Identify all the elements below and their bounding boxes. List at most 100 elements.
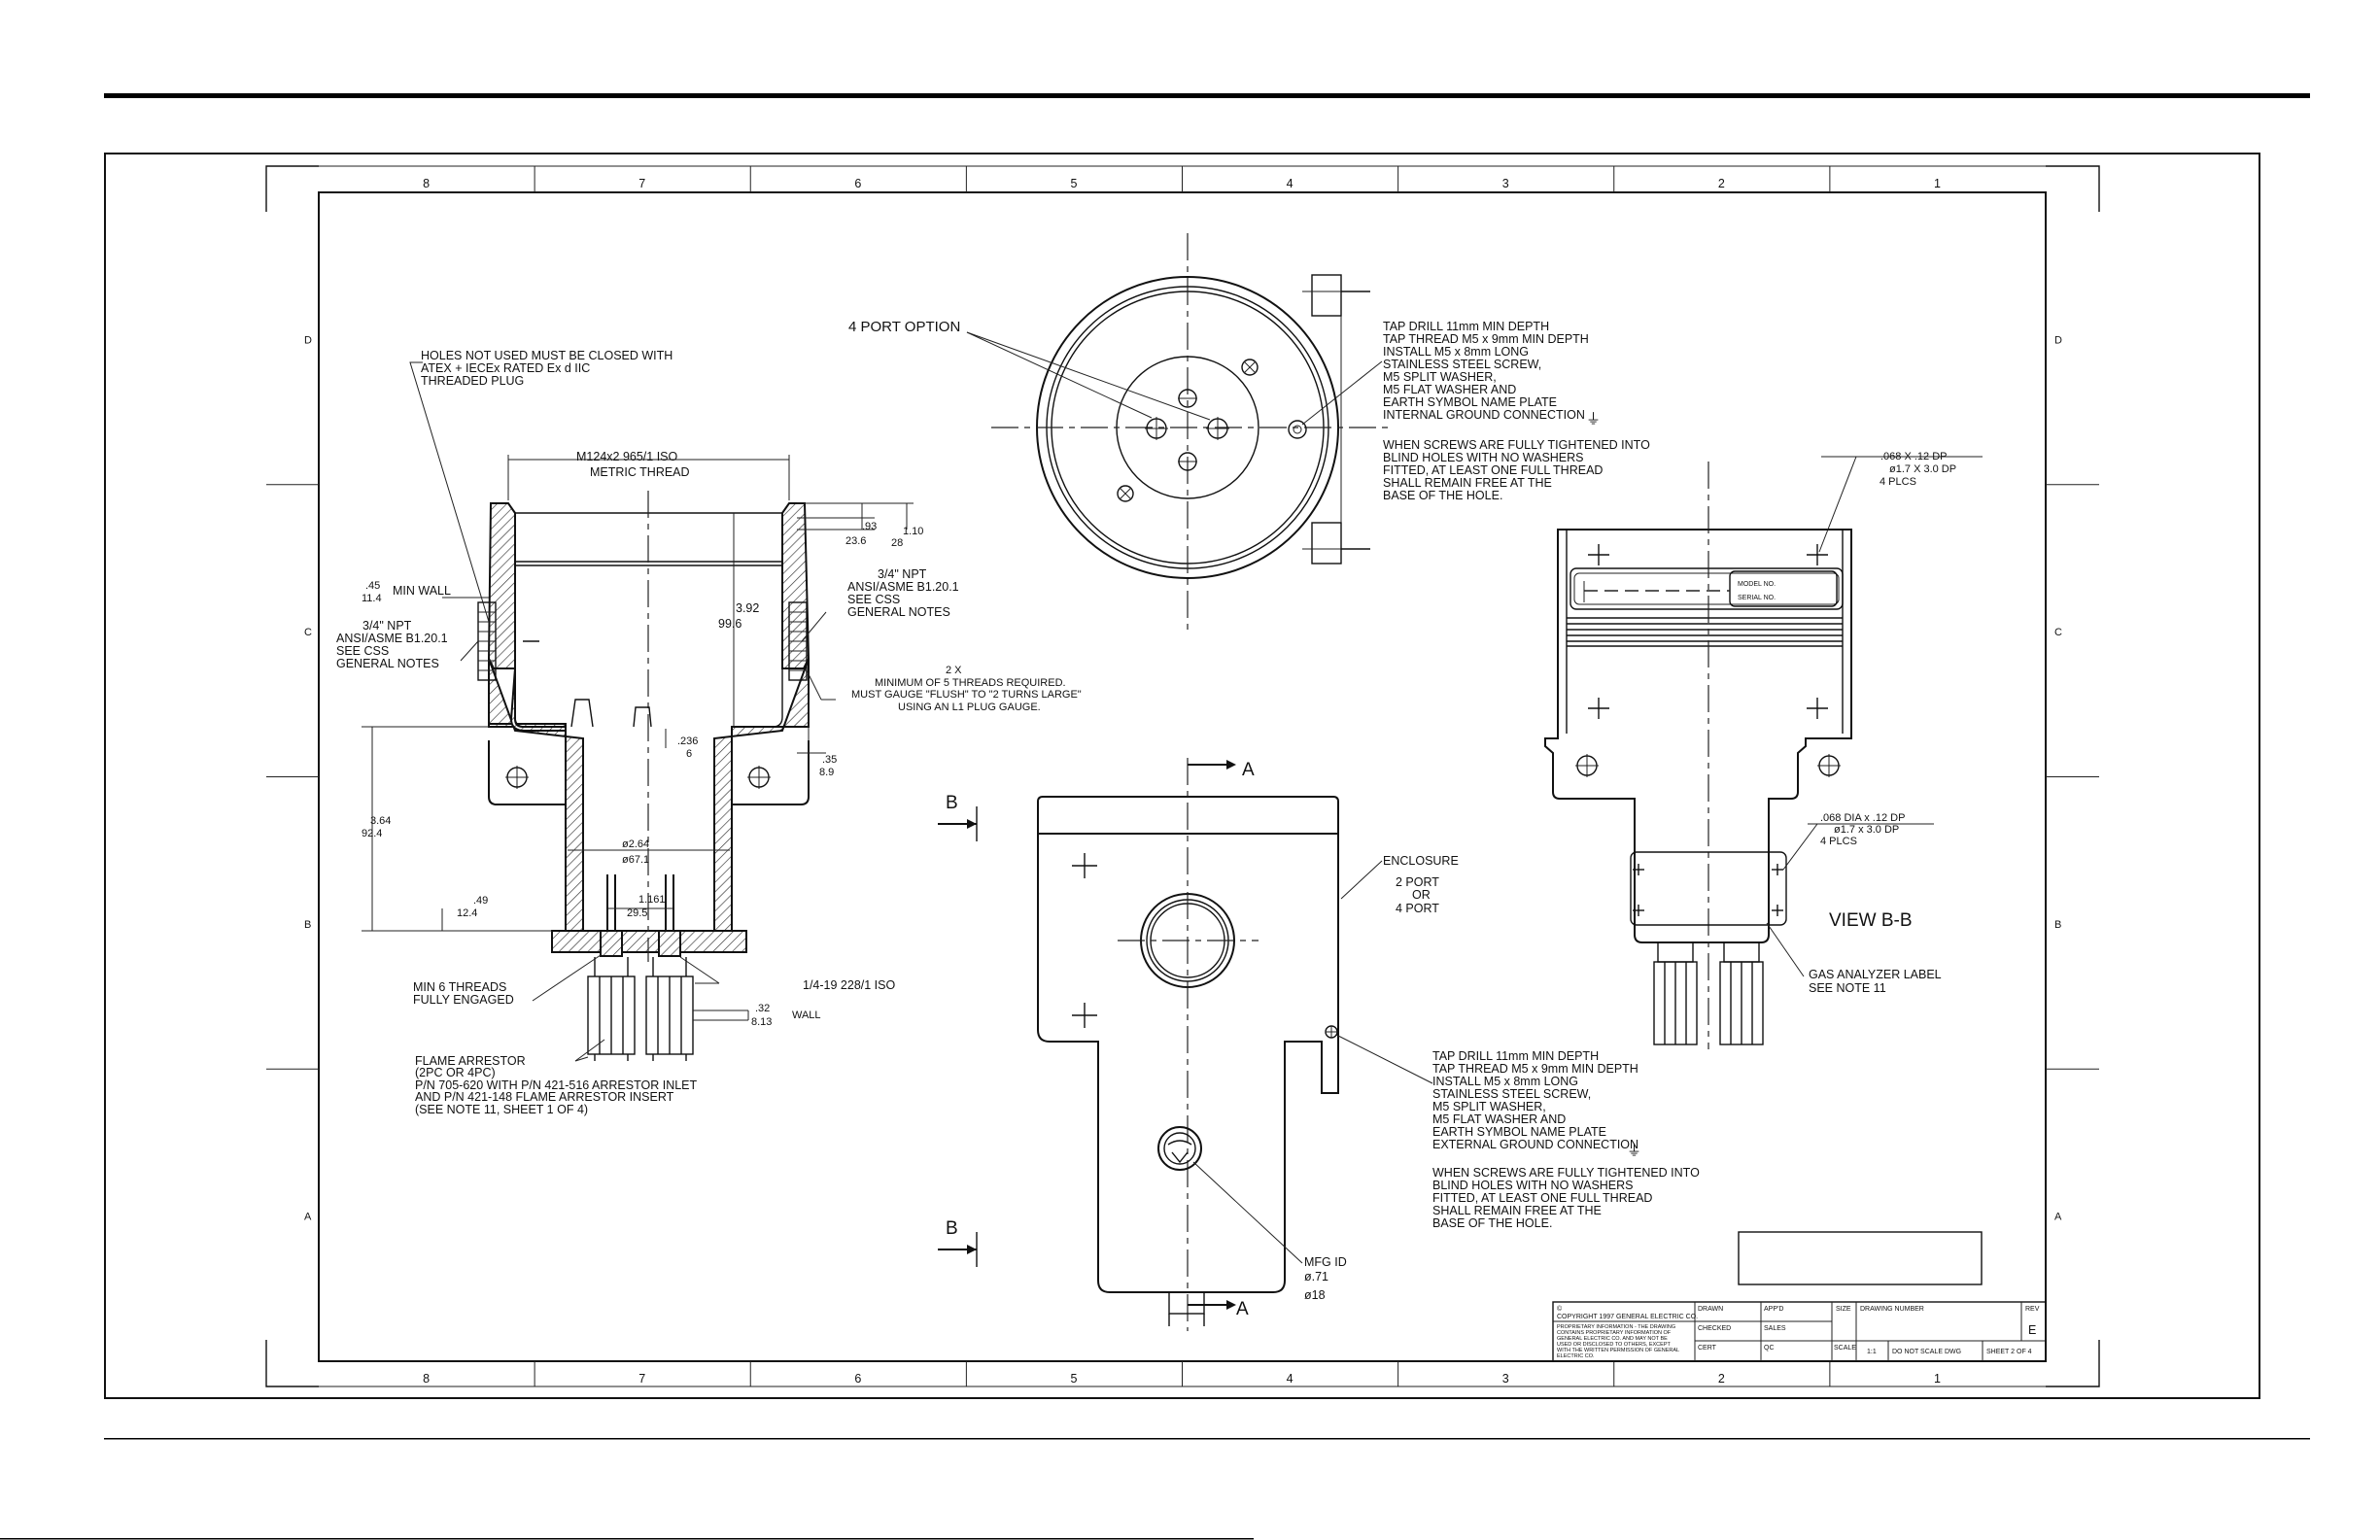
dim-264: ø2.64 bbox=[622, 838, 649, 850]
tb-sheet: SHEET 2 OF 4 bbox=[1986, 1349, 2032, 1355]
dim-049: .49 bbox=[473, 895, 488, 907]
hole-note-1-c: 4 PLCS bbox=[1880, 476, 1916, 488]
label-note-1: GAS ANALYZER LABEL bbox=[1809, 968, 1942, 981]
enclosure-2: 2 PORT bbox=[1396, 875, 1439, 889]
dim-124: 12.4 bbox=[457, 907, 477, 919]
section-letter-b-top: B bbox=[946, 793, 958, 813]
front-tap-note-6: M5 FLAT WASHER AND bbox=[1432, 1112, 1566, 1126]
top-tap-note-7: EARTH SYMBOL NAME PLATE bbox=[1383, 395, 1557, 409]
zone-row-B-left: B bbox=[304, 919, 311, 931]
section-view-annotations: HOLES NOT USED MUST BE CLOSED WITH ATEX … bbox=[336, 349, 1082, 1116]
tb-prop-6: ELECTRIC CO. bbox=[1557, 1353, 1595, 1359]
npt-left-2: ANSI/ASME B1.20.1 bbox=[336, 632, 448, 645]
front-screw-note-1: WHEN SCREWS ARE FULLY TIGHTENED INTO bbox=[1432, 1166, 1700, 1180]
top-screw-note-5: BASE OF THE HOLE. bbox=[1383, 489, 1502, 502]
front-tap-note-4: STAINLESS STEEL SCREW, bbox=[1432, 1087, 1591, 1101]
plug-note-2: ATEX + IECEx RATED Ex d IIC bbox=[421, 361, 590, 375]
title-block: © COPYRIGHT 1997 GENERAL ELECTRIC CO. PR… bbox=[1552, 1301, 2047, 1362]
tb-drawing-number: DRAWING NUMBER bbox=[1860, 1306, 1924, 1313]
dim-924: 92.4 bbox=[362, 828, 382, 839]
label-note-2: SEE NOTE 11 bbox=[1809, 981, 1886, 995]
zone-col-6-top: 6 bbox=[854, 177, 861, 190]
drawing-frame bbox=[265, 165, 2100, 1387]
arrestor-5: (SEE NOTE 11, SHEET 1 OF 4) bbox=[415, 1103, 588, 1116]
hole-note-2-a: .068 DIA x .12 DP bbox=[1820, 812, 1905, 824]
hole-note-1-b: ø1.7 X 3.0 DP bbox=[1889, 463, 1956, 475]
zone-col-7-bottom: 7 bbox=[638, 1372, 645, 1386]
zone-col-4-top: 4 bbox=[1287, 177, 1293, 190]
dim-996: 99.6 bbox=[718, 617, 742, 631]
npt-left-3: SEE CSS bbox=[336, 644, 389, 658]
dim-392: 3.92 bbox=[736, 601, 759, 615]
dim-89: 8.9 bbox=[819, 767, 834, 778]
tb-prop-4: USED OR DISCLOSED TO OTHERS, EXCEPT bbox=[1557, 1342, 1671, 1348]
thread-label-1: M124x2 965/1 ISO bbox=[576, 450, 678, 463]
page-top-rule bbox=[104, 93, 2310, 98]
dim-23-6: 23.6 bbox=[845, 535, 866, 547]
zone-col-2-top: 2 bbox=[1718, 177, 1725, 190]
zone-row-D-right: D bbox=[2054, 334, 2062, 346]
tb-copyright: COPYRIGHT 1997 GENERAL ELECTRIC CO. bbox=[1557, 1314, 1698, 1320]
tb-prop-5: WITH THE WRITTEN PERMISSION OF GENERAL bbox=[1557, 1348, 1679, 1353]
npt-right-1: 3/4" NPT bbox=[878, 567, 927, 581]
arrestor-1: FLAME ARRESTOR bbox=[415, 1054, 526, 1068]
front-screw-note-2: BLIND HOLES WITH NO WASHERS bbox=[1432, 1179, 1634, 1192]
thread-label-2: METRIC THREAD bbox=[590, 465, 690, 479]
view-bb-label: VIEW B-B bbox=[1829, 910, 1913, 931]
zone-col-8-top: 8 bbox=[423, 177, 430, 190]
top-screw-note-2: BLIND HOLES WITH NO WASHERS bbox=[1383, 451, 1584, 464]
top-tap-note-5: M5 SPLIT WASHER, bbox=[1383, 370, 1497, 384]
front-screw-note-5: BASE OF THE HOLE. bbox=[1432, 1216, 1552, 1230]
dim-813: 8.13 bbox=[751, 1016, 772, 1028]
dim-236: .236 bbox=[677, 736, 698, 747]
tb-rev-value: E bbox=[2028, 1323, 2036, 1337]
outer-border bbox=[104, 153, 2260, 1399]
dim-114: 11.4 bbox=[362, 593, 382, 604]
blank-box bbox=[1738, 1231, 1983, 1285]
top-screw-note-1: WHEN SCREWS ARE FULLY TIGHTENED INTO bbox=[1383, 438, 1650, 452]
top-tap-note-6: M5 FLAT WASHER AND bbox=[1383, 383, 1516, 396]
ground-symbol-top: ⏚ bbox=[1586, 411, 1601, 428]
zone-col-6-bottom: 6 bbox=[854, 1372, 861, 1386]
zone-row-B-right: B bbox=[2054, 919, 2061, 931]
tb-sales: SALES bbox=[1764, 1325, 1786, 1332]
tb-prop-1: PROPRIETARY INFORMATION - THE DRAWING bbox=[1557, 1324, 1675, 1330]
mfg-id-2: ø.71 bbox=[1304, 1270, 1328, 1283]
enclosure-4: 4 PORT bbox=[1396, 902, 1439, 915]
tb-qc: QC bbox=[1764, 1345, 1775, 1352]
dim-045: .45 bbox=[365, 580, 380, 592]
side-view-annotations: .068 X .12 DP ø1.7 X 3.0 DP 4 PLCS MODEL… bbox=[1738, 451, 1956, 995]
top-tap-note-3: INSTALL M5 x 8mm LONG bbox=[1383, 345, 1529, 359]
npt-right-3: SEE CSS bbox=[847, 593, 900, 606]
front-screw-note-3: FITTED, AT LEAST ONE FULL THREAD bbox=[1432, 1191, 1652, 1205]
zone-col-7-top: 7 bbox=[638, 177, 645, 190]
zone-row-C-left: C bbox=[304, 627, 312, 638]
zone-col-5-top: 5 bbox=[1070, 177, 1077, 190]
arrestor-2: (2PC OR 4PC) bbox=[415, 1066, 496, 1079]
npt-left-4: GENERAL NOTES bbox=[336, 657, 439, 670]
dim-671: ø67.1 bbox=[622, 854, 649, 866]
page-bottom-rule bbox=[104, 1438, 2310, 1440]
ground-symbol-front: ⏚ bbox=[1627, 1143, 1641, 1159]
mfg-id-3: ø18 bbox=[1304, 1288, 1326, 1302]
npt-right-4: GENERAL NOTES bbox=[847, 605, 950, 619]
plug-note-3: THREADED PLUG bbox=[421, 374, 524, 388]
tb-prop-2: CONTAINS PROPRIETARY INFORMATION OF bbox=[1557, 1330, 1672, 1336]
arrestor-4: AND P/N 421-148 FLAME ARRESTOR INSERT bbox=[415, 1090, 674, 1104]
zone-row-D-left: D bbox=[304, 334, 312, 346]
gauge-note-3: MUST GAUGE "FLUSH" TO "2 TURNS LARGE" bbox=[851, 689, 1082, 701]
tb-prop-3: GENERAL ELECTRIC CO. AND MAY NOT BE bbox=[1557, 1336, 1668, 1342]
min-threads-2: FULLY ENGAGED bbox=[413, 993, 514, 1007]
serial-no-label: SERIAL NO. bbox=[1738, 595, 1776, 601]
arrestor-3: P/N 705-620 WITH P/N 421-516 ARRESTOR IN… bbox=[415, 1078, 698, 1092]
side-view bbox=[1544, 456, 1983, 1049]
hole-note-2-b: ø1.7 x 3.0 DP bbox=[1834, 824, 1899, 836]
dim-1161: 1.161 bbox=[638, 894, 666, 906]
port-option-label: 4 PORT OPTION bbox=[848, 319, 960, 335]
hole-note-2-c: 4 PLCS bbox=[1820, 836, 1857, 847]
dim-032: .32 bbox=[755, 1003, 770, 1014]
top-view bbox=[966, 233, 1390, 632]
enclosure-1: ENCLOSURE bbox=[1383, 854, 1459, 868]
front-tap-note-2: TAP THREAD M5 x 9mm MIN DEPTH bbox=[1432, 1062, 1638, 1076]
